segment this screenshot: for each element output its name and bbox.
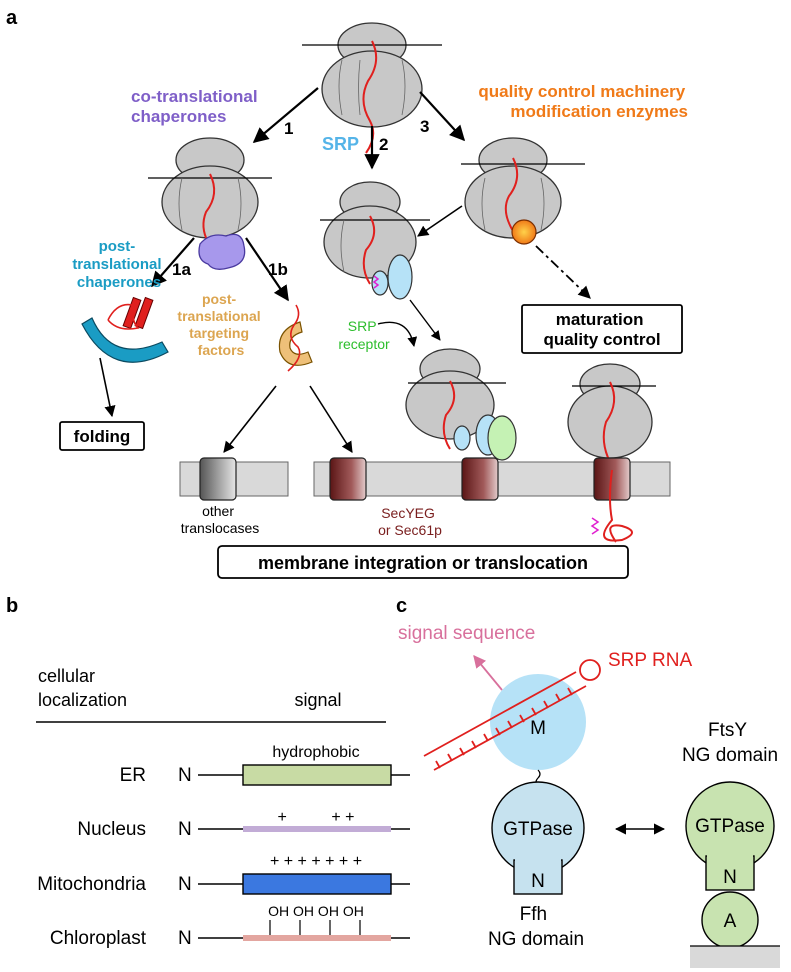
srp-rna-helix <box>423 659 601 771</box>
cotranslational-label: co-translational chaperones <box>131 87 262 126</box>
row-er-n: N <box>178 765 192 786</box>
m-domain-label: M <box>530 718 546 739</box>
arrow-to-other-translocases <box>223 385 277 453</box>
row-nucleus-annotation: + + + <box>278 809 355 826</box>
row-nucleus-name: Nucleus <box>77 819 146 840</box>
chaperone-red-block-1 <box>122 296 142 330</box>
translocated-chain <box>603 469 633 543</box>
row-chloro-n: N <box>178 928 192 949</box>
arrow-1b <box>245 237 289 302</box>
srp-rna-label: SRP RNA <box>608 650 692 671</box>
srp-small-membrane <box>453 425 471 451</box>
arrow-srp-to-membrane <box>409 299 441 341</box>
ffh-gtpase-label: GTPase <box>503 819 573 840</box>
step-1b-label: 1b <box>268 260 288 279</box>
ffh-n-label: N <box>531 871 545 892</box>
row-chloro-name: Chloroplast <box>50 928 147 949</box>
row-nucleus-n: N <box>178 819 192 840</box>
targeting-factor-shape <box>278 321 313 366</box>
ribosome-cotranslational <box>148 137 272 243</box>
row-mito-n: N <box>178 874 192 895</box>
ftsy-n-label: N <box>723 867 737 888</box>
signal-sequence-arrow <box>473 655 503 691</box>
membrane-box <box>217 545 629 579</box>
signal-sequence-label: signal sequence <box>398 623 535 644</box>
step-1a-label: 1a <box>172 260 191 279</box>
ribosome-top <box>302 22 442 154</box>
row-er-annotation: hydrophobic <box>272 744 359 761</box>
secyeg-channel-3 <box>593 457 631 501</box>
step-2-label: 2 <box>379 135 388 154</box>
panel-c-label: c <box>396 595 407 617</box>
secyeg-channel-1 <box>329 457 367 501</box>
arrow-1 <box>252 87 319 143</box>
membrane-label: membrane integration or translocation <box>258 553 588 573</box>
ftsy-a-label: A <box>724 911 737 932</box>
row-mito-name: Mitochondria <box>37 874 146 895</box>
srp-label: SRP <box>322 134 359 154</box>
other-translocase-channel <box>199 457 237 501</box>
row-nucleus-signal-bar <box>243 826 391 832</box>
folding-label: folding <box>74 427 131 446</box>
signal-zigzag <box>372 275 380 289</box>
row-chloro-signal-bar <box>243 935 391 941</box>
panel-b-label: b <box>6 595 18 617</box>
arrow-quality-to-srp <box>417 205 463 237</box>
posttranslational-chaperones-label: post- translational chaperones <box>72 238 165 291</box>
posttranslational-chaperone-shape <box>81 317 169 363</box>
maturation-label: maturation quality control <box>543 310 660 349</box>
chaperone-nascent-chain <box>107 303 140 330</box>
translocated-signal <box>590 517 600 535</box>
ftsy-membrane <box>690 946 780 968</box>
secyeg-label: SecYEG or Sec61p <box>378 505 442 538</box>
chaperone-red-block-2 <box>134 296 154 330</box>
m-domain <box>490 674 586 770</box>
srp-receptor-label: SRP receptor <box>338 318 390 352</box>
arrow-to-secyeg <box>309 385 353 453</box>
arrow-3 <box>419 91 466 142</box>
row-er-signal-box <box>242 764 392 786</box>
ribosome-membrane-translocating <box>567 363 656 463</box>
step-1-label: 1 <box>284 119 293 138</box>
srp-receptor-arrow <box>377 321 418 347</box>
maturation-box <box>521 304 683 354</box>
row-er-name: ER <box>120 765 146 786</box>
signal-header: signal <box>294 690 341 710</box>
ffh-label: Ffh NG domain <box>488 904 584 950</box>
targeting-nascent-chain <box>287 304 301 372</box>
modification-enzyme <box>511 219 537 245</box>
cellular-localization-header: cellular localization <box>38 666 127 710</box>
row-mito-signal-box <box>242 873 392 895</box>
arrow-1a <box>150 237 195 288</box>
ftsy-ng-domain <box>685 781 775 891</box>
other-translocases-label: other translocases <box>181 503 260 536</box>
srp-receptor-shape <box>487 415 517 461</box>
row-mito-annotation: + + + + + + + <box>270 853 362 870</box>
step-3-label: 3 <box>420 117 429 136</box>
cotranslational-chaperone-shape <box>198 233 246 270</box>
ftsy-gtpase-label: GTPase <box>695 816 765 837</box>
arrow-to-maturation <box>535 245 591 299</box>
ribosome-membrane-srp <box>405 348 506 450</box>
panel-a-label: a <box>6 7 18 29</box>
quality-control-label: quality control machinery modification e… <box>478 82 690 121</box>
row-chloro-oh-sticks <box>269 920 361 935</box>
srp-particle <box>387 254 413 300</box>
ribosome-srp <box>320 181 430 285</box>
ribosome-quality <box>461 137 585 239</box>
posttranslational-targeting-label: post- translational targeting factors <box>177 291 264 358</box>
row-chloro-annotation: OH OH OH OH <box>268 903 364 919</box>
ffh-ng-domain <box>491 781 585 895</box>
folding-box <box>59 421 145 451</box>
secyeg-channel-2 <box>461 457 499 501</box>
ftsy-label: FtsY NG domain <box>682 720 778 766</box>
arrow-to-folding <box>99 357 116 418</box>
